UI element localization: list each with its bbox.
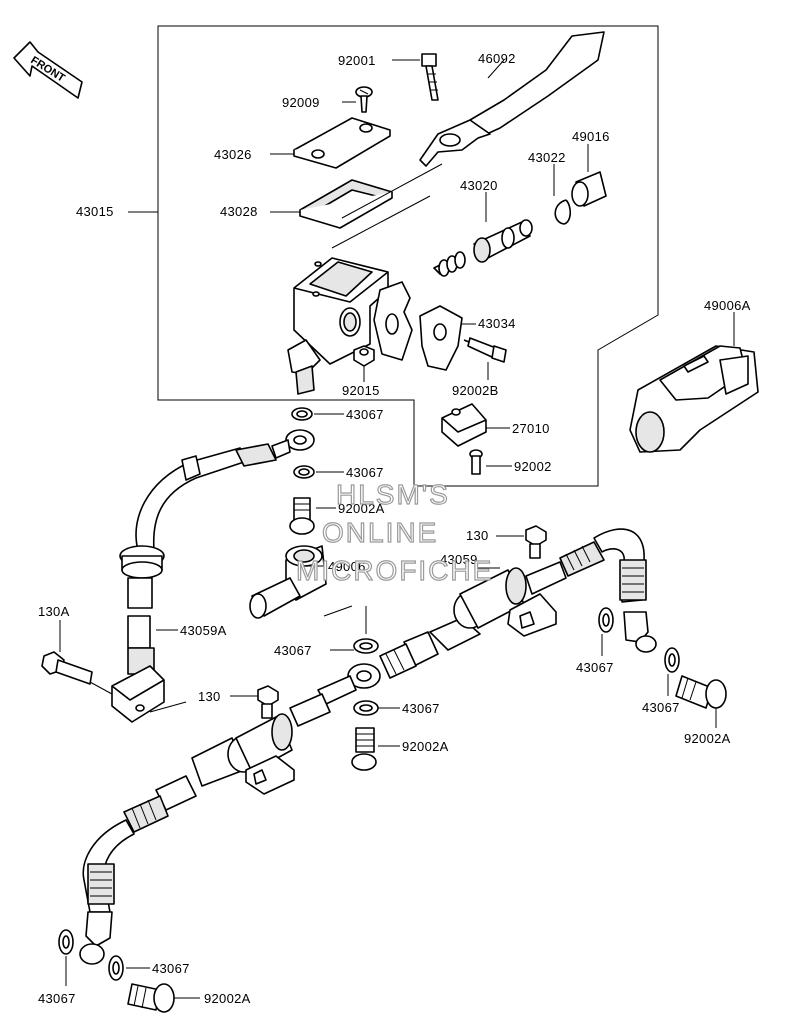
banjo-bolt-92002A-d-icon xyxy=(127,983,175,1013)
label-92002A-a: 92002A xyxy=(338,501,385,516)
nut-92015-icon xyxy=(353,345,375,367)
watermark-line-3: MICROFICHE xyxy=(296,555,493,586)
banjo-fitting-top-icon xyxy=(271,429,315,459)
master-cylinder-body-43015-icon xyxy=(287,257,413,395)
bolt-92001-icon xyxy=(421,53,439,101)
label-43059A: 43059A xyxy=(180,623,227,638)
assembly-box-43015 xyxy=(157,25,659,487)
leader-lines xyxy=(59,59,735,999)
label-49016: 49016 xyxy=(572,129,610,144)
bolt-130A-icon xyxy=(41,651,93,685)
washer-43067-g-icon xyxy=(108,955,124,981)
bolt-130-b-icon xyxy=(257,685,279,719)
brake-lever-46092-icon xyxy=(419,31,605,167)
bolt-92002B-icon xyxy=(463,337,507,363)
label-27010: 27010 xyxy=(512,421,550,436)
circlip-43022-icon xyxy=(554,199,572,225)
label-92002B: 92002B xyxy=(452,383,499,398)
part-number-labels: 92001 46092 92009 43026 49016 43022 4302… xyxy=(38,51,751,1006)
label-92009: 92009 xyxy=(282,95,320,110)
label-43067-h: 43067 xyxy=(38,991,76,1006)
label-43067-f: 43067 xyxy=(642,700,680,715)
piston-kit-43020-icon xyxy=(433,219,533,277)
watermark-line-2: ONLINE xyxy=(322,517,438,548)
diaphragm-43028-icon xyxy=(299,179,393,229)
label-43059: 43059 xyxy=(440,552,478,567)
label-92015: 92015 xyxy=(342,383,380,398)
label-43067-c: 43067 xyxy=(274,643,312,658)
label-130A: 130A xyxy=(38,604,70,619)
label-43015: 43015 xyxy=(76,204,114,219)
switch-cover-49006A-icon xyxy=(629,345,759,453)
label-43022: 43022 xyxy=(528,150,566,165)
washer-43067-c-icon xyxy=(353,638,379,654)
bolt-130-a-icon xyxy=(525,525,547,559)
banjo-fitting-middle-icon xyxy=(289,663,381,727)
brake-hose-43059A-icon xyxy=(111,443,277,723)
washer-43067-b-icon xyxy=(293,465,315,479)
brake-hose-43059-icon xyxy=(379,528,657,679)
washer-43067-a-icon xyxy=(291,407,313,421)
label-92002A-b: 92002A xyxy=(402,739,449,754)
label-49006: 49006 xyxy=(328,559,366,574)
label-92002A-c: 92002A xyxy=(684,731,731,746)
label-43067-b: 43067 xyxy=(346,465,384,480)
brake-hose-lower-icon xyxy=(79,713,295,965)
label-43067-a: 43067 xyxy=(346,407,384,422)
clamp-43034-icon xyxy=(419,305,463,371)
label-49006A: 49006A xyxy=(704,298,751,313)
label-130-b: 130 xyxy=(198,689,221,704)
washer-43067-f-icon xyxy=(664,647,680,673)
label-43067-d: 43067 xyxy=(576,660,614,675)
label-130-a: 130 xyxy=(466,528,489,543)
washer-43067-d-icon xyxy=(598,607,614,633)
screw-92002-icon xyxy=(469,449,483,475)
label-92002A-d: 92002A xyxy=(204,991,251,1006)
watermark: HLSM'S ONLINE MICROFICHE xyxy=(295,478,493,586)
washer-43067-h-icon xyxy=(58,929,74,955)
label-92001: 92001 xyxy=(338,53,376,68)
banjo-bolt-92002A-c-icon xyxy=(675,675,727,709)
label-43034: 43034 xyxy=(478,316,516,331)
label-46092: 46092 xyxy=(478,51,516,66)
screw-92009-icon xyxy=(355,86,373,113)
watermark-line-1: HLSM'S xyxy=(336,479,450,510)
label-92002: 92002 xyxy=(514,459,552,474)
washer-43067-e-icon xyxy=(353,700,379,716)
label-43067-e: 43067 xyxy=(402,701,440,716)
label-43028: 43028 xyxy=(220,204,258,219)
banjo-bolt-92002A-b-icon xyxy=(351,727,377,771)
brake-switch-27010-icon xyxy=(441,403,487,447)
label-43026: 43026 xyxy=(214,147,252,162)
reservoir-cap-43026-icon xyxy=(293,117,391,169)
label-43067-g: 43067 xyxy=(152,961,190,976)
banjo-bolt-92002A-a-icon xyxy=(289,497,315,535)
label-43020: 43020 xyxy=(460,178,498,193)
joint-49006-icon xyxy=(249,545,327,619)
front-direction-arrow-icon: FRONT xyxy=(13,41,83,99)
dust-boot-49016-icon xyxy=(571,171,607,207)
